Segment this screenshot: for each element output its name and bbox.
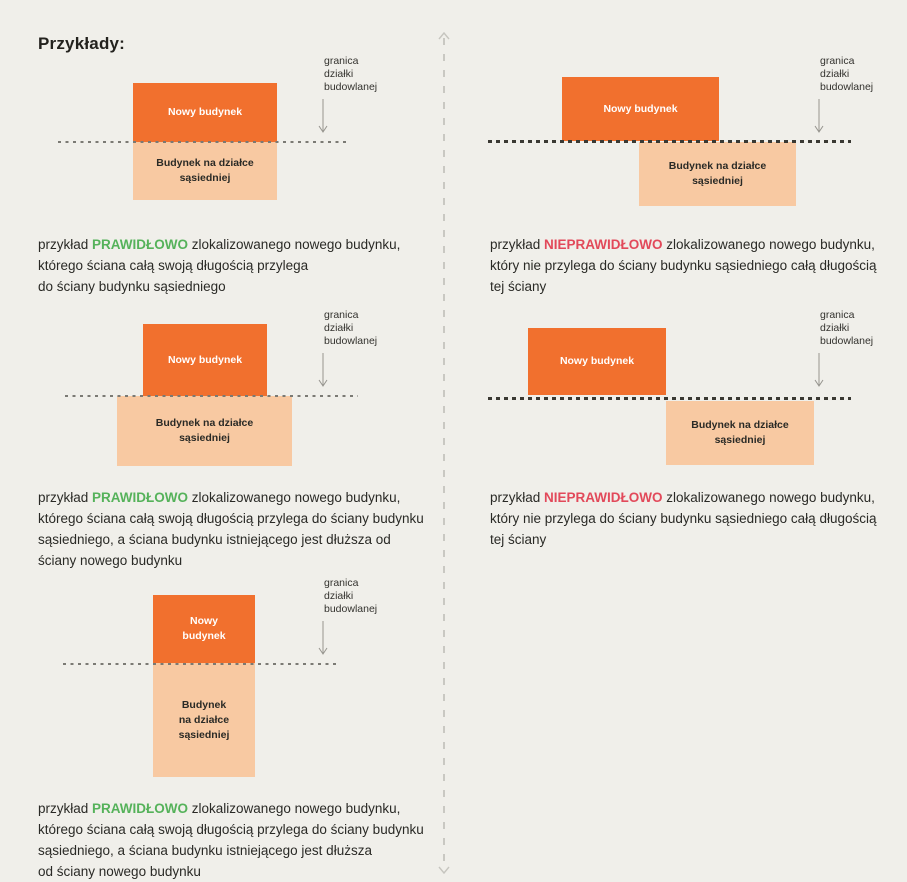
- plot-boundary-label: granica działki budowlanej: [820, 55, 874, 93]
- new-building-rect: Nowy budynek: [562, 77, 719, 141]
- example-description: przykład NIEPRAWIDŁOWO zlokalizowanego n…: [490, 234, 895, 297]
- example-description: przykład PRAWIDŁOWO zlokalizowanego nowe…: [38, 487, 470, 571]
- new-building-label: Nowy budynek: [167, 106, 243, 118]
- status-keyword: PRAWIDŁOWO: [92, 490, 189, 505]
- description-prefix: przykład: [490, 490, 545, 505]
- description-text: zlokalizowanego nowego budynku, którego …: [38, 237, 401, 294]
- neighbor-building-rect: Budynek na działce sąsiedniej: [133, 142, 277, 200]
- new-building-label: Nowy budynek: [167, 353, 243, 366]
- neighbor-building-rect: Budynek na działce sąsiedniej: [153, 663, 255, 777]
- new-building-rect: Nowy budynek: [143, 324, 267, 396]
- example-description: przykład NIEPRAWIDŁOWO zlokalizowanego n…: [490, 487, 895, 550]
- description-prefix: przykład: [38, 490, 93, 505]
- description-text: zlokalizowanego nowego budynku, który ni…: [490, 490, 877, 547]
- plot-boundary-dashed-line: [488, 397, 851, 400]
- neighbor-building-rect: Budynek na działce sąsiedniej: [639, 142, 796, 206]
- neighbor-building-rect: Budynek na działce sąsiedniej: [666, 401, 814, 465]
- status-keyword: NIEPRAWIDŁOWO: [544, 490, 663, 505]
- divider-chevron-down-icon: [437, 862, 451, 875]
- boundary-arrow-icon: [316, 353, 330, 389]
- neighbor-building-label: Budynek na działce sąsiedniej: [178, 698, 230, 741]
- divider-chevron-up-icon: [437, 27, 451, 40]
- neighbor-building-label: Budynek na działce sąsiedniej: [691, 419, 789, 446]
- plot-boundary-dashed-line: [63, 663, 340, 665]
- description-text: zlokalizowanego nowego budynku, który ni…: [490, 237, 877, 294]
- plot-boundary-dashed-line: [58, 141, 350, 143]
- new-building-rect: Nowy budynek: [528, 328, 666, 395]
- description-prefix: przykład: [490, 237, 545, 252]
- example-description: przykład PRAWIDŁOWO zlokalizowanego nowe…: [38, 234, 470, 297]
- neighbor-building-label: Budynek na działce sąsiedniej: [155, 417, 254, 444]
- neighbor-building-label: Budynek na działce sąsiedniej: [668, 160, 767, 187]
- plot-boundary-dashed-line: [488, 140, 851, 143]
- status-keyword: PRAWIDŁOWO: [92, 801, 189, 816]
- plot-boundary-label: granica działki budowlanej: [820, 309, 874, 347]
- new-building-label: Nowy budynek: [559, 355, 635, 367]
- new-building-rect: Nowy budynek: [153, 595, 255, 663]
- neighbor-building-label: Budynek na działce sąsiedniej: [156, 157, 254, 184]
- plot-boundary-dashed-line: [65, 395, 358, 397]
- column-divider-line: [443, 38, 445, 862]
- boundary-arrow-icon: [316, 99, 330, 135]
- description-prefix: przykład: [38, 237, 93, 252]
- plot-boundary-label: granica działki budowlanej: [324, 309, 378, 347]
- new-building-label: Nowy budynek: [603, 102, 678, 115]
- boundary-arrow-icon: [316, 621, 330, 657]
- description-prefix: przykład: [38, 801, 93, 816]
- description-text: zlokalizowanego nowego budynku, którego …: [38, 801, 424, 879]
- boundary-arrow-icon: [812, 99, 826, 135]
- neighbor-building-rect: Budynek na działce sąsiedniej: [117, 396, 292, 466]
- page-title: Przykłady:: [38, 34, 126, 53]
- example-description: przykład PRAWIDŁOWO zlokalizowanego nowe…: [38, 798, 470, 882]
- plot-boundary-label: granica działki budowlanej: [324, 577, 378, 615]
- new-building-label: Nowy budynek: [182, 615, 226, 642]
- status-keyword: NIEPRAWIDŁOWO: [544, 237, 663, 252]
- boundary-arrow-icon: [812, 353, 826, 389]
- new-building-rect: Nowy budynek: [133, 83, 277, 142]
- plot-boundary-label: granica działki budowlanej: [324, 55, 378, 93]
- status-keyword: PRAWIDŁOWO: [92, 237, 189, 252]
- description-text: zlokalizowanego nowego budynku, którego …: [38, 490, 424, 568]
